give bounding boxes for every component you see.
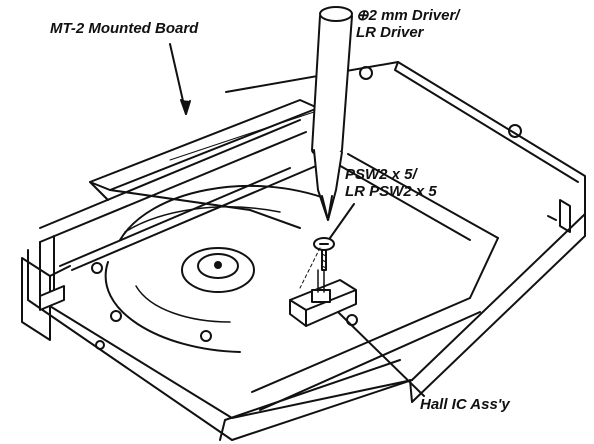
label-driver-line-2: LR Driver [356, 24, 424, 41]
mt2-mounted-board [89, 99, 331, 229]
label-driver: ⊕2 mm Driver/ LR Driver [356, 7, 459, 41]
label-hall-ic: Hall IC Ass'y [420, 396, 510, 413]
label-mt2-mounted-board: MT-2 Mounted Board [50, 20, 199, 37]
label-screw: PSW2 x 5/ LR PSW2 x 5 [345, 166, 437, 200]
chassis [21, 61, 586, 441]
disc [104, 184, 331, 353]
screwdriver [311, 6, 353, 221]
label-driver-line-1: ⊕2 mm Driver/ [356, 7, 460, 24]
hall-ic-assembly [289, 247, 357, 327]
label-screw-line-2: LR PSW2 x 5 [345, 183, 437, 200]
label-screw-line-1: PSW2 x 5/ [345, 166, 417, 183]
hall-ic-leader-line [337, 311, 425, 397]
screw-leader-line [329, 203, 355, 239]
screw [313, 237, 335, 271]
